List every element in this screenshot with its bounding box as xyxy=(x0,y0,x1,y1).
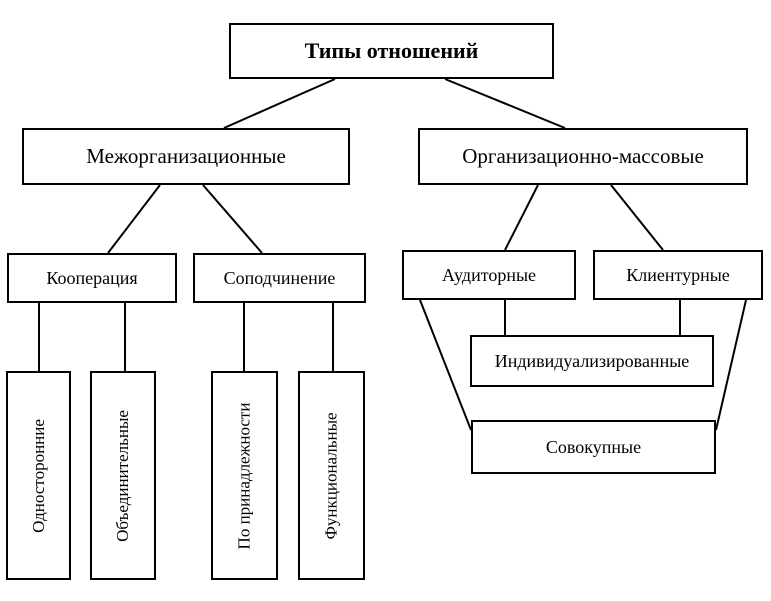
unilateral-node: Односторонние xyxy=(6,371,71,580)
subordination-node: Соподчинение xyxy=(193,253,366,303)
auditory-label: Аудиторные xyxy=(441,264,537,285)
line-root-orgmass xyxy=(444,78,566,129)
line-orgmass-aud xyxy=(504,184,539,251)
cooperation-label: Кооперация xyxy=(46,267,138,288)
individualized-label: Индивидуализированные xyxy=(494,350,690,371)
root-node: Типы отношений xyxy=(229,23,554,79)
by-ownership-label: По принадлежности xyxy=(234,402,254,549)
subordination-label: Соподчинение xyxy=(223,267,336,288)
line-interorg-coop xyxy=(107,184,161,254)
functional-label: Функциональные xyxy=(321,411,341,540)
line-orgmass-client xyxy=(610,184,664,251)
individualized-node: Индивидуализированные xyxy=(470,335,714,387)
functional-node: Функциональные xyxy=(298,371,365,580)
line-root-interorg xyxy=(223,78,336,129)
by-ownership-node: По принадлежности xyxy=(211,371,278,580)
line-aud-aggr xyxy=(419,299,472,431)
organizational-mass-node: Организационно-массовые xyxy=(418,128,748,185)
unifying-label: Объединительные xyxy=(113,409,132,542)
client-node: Клиентурные xyxy=(593,250,763,300)
aggregate-label: Совокупные xyxy=(545,436,642,457)
auditory-node: Аудиторные xyxy=(402,250,576,300)
client-label: Клиентурные xyxy=(626,264,730,285)
interorganizational-label: Межорганизационные xyxy=(86,144,286,168)
line-interorg-subord xyxy=(202,184,263,254)
unilateral-label: Односторонние xyxy=(28,418,48,533)
organizational-mass-label: Организационно-массовые xyxy=(462,144,704,168)
line-client-aggr xyxy=(715,299,747,431)
aggregate-node: Совокупные xyxy=(471,420,716,474)
cooperation-node: Кооперация xyxy=(7,253,177,303)
unifying-node: Объединительные xyxy=(90,371,156,580)
root-label: Типы отношений xyxy=(304,38,479,63)
interorganizational-node: Межорганизационные xyxy=(22,128,350,185)
